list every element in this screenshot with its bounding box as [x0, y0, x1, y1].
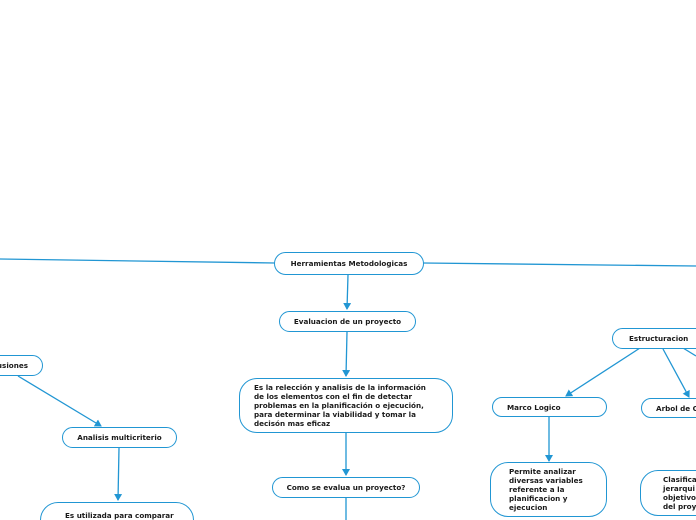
node-marco-logico[interactable]: Marco Logico [492, 397, 607, 417]
node-evaluacion-proyecto[interactable]: Evaluacion de un proyecto [279, 311, 416, 332]
node-arbol-objetivos[interactable]: Arbol de O [641, 398, 696, 418]
edge-multicriterio-def [114, 447, 123, 501]
node-label: Como se evalua un proyecto? [286, 483, 406, 492]
node-multicriterio-definicion[interactable]: Es utilizada para comparar varias altern… [40, 502, 194, 520]
edge-evaluacion-def [342, 331, 351, 377]
node-label: Marco Logico [507, 402, 561, 412]
edge-estructuracion-arbol [662, 348, 690, 398]
node-label: Estructuracion [629, 334, 689, 343]
node-como-se-evalua[interactable]: Como se evalua un proyecto? [272, 477, 420, 498]
node-herramientas-metodologicas[interactable]: Herramientas Metodologicas [274, 252, 424, 275]
node-label: Herramientas Metodologicas [290, 259, 408, 268]
node-label: Permite analizar diversas variables refe… [509, 467, 583, 512]
node-analisis-multicriterio[interactable]: Analisis multicriterio [62, 427, 177, 448]
node-arbol-definicion[interactable]: Clasifica jerarqui objetivo del proy [640, 470, 696, 516]
edge-root-left [0, 258, 276, 264]
node-label: usiones [0, 361, 28, 370]
edge-estructuracion-marco [565, 347, 641, 397]
node-conclusiones[interactable]: usiones [0, 355, 43, 376]
node-label: Es utilizada para comparar varias altern… [65, 511, 174, 520]
node-label: Analisis multicriterio [77, 433, 162, 442]
edge-root-evaluacion [343, 274, 352, 310]
node-marco-logico-definicion[interactable]: Permite analizar diversas variables refe… [490, 462, 607, 517]
node-label: Es la relección y analisis de la informa… [254, 383, 426, 428]
node-label: Arbol de O [656, 403, 696, 413]
edge-conclusiones-multicriterio [17, 375, 102, 427]
node-label: Clasifica jerarqui objetivo del proy [663, 475, 696, 511]
node-estructuracion[interactable]: Estructuracion [612, 328, 696, 349]
node-evaluacion-definicion[interactable]: Es la relección y analisis de la informa… [239, 378, 453, 433]
edge-estructuracion-right [682, 347, 696, 357]
node-label: Evaluacion de un proyecto [293, 317, 402, 326]
edge-root-right [422, 262, 696, 267]
